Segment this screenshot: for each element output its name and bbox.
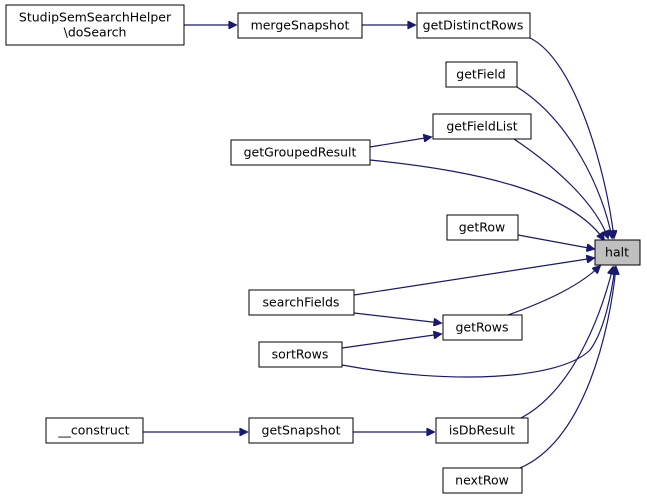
node-label: __construct <box>57 423 129 438</box>
node-studip-dosearch[interactable]: StudipSemSearchHelper \doSearch <box>5 4 185 46</box>
node-mergeSnapshot[interactable]: mergeSnapshot <box>237 12 363 39</box>
node-label: searchFields <box>263 295 340 310</box>
node-label: getGroupedResult <box>244 145 357 160</box>
edge-getRow-to-halt <box>517 234 594 249</box>
node-label: isDbResult <box>449 423 515 438</box>
node-box <box>230 139 371 166</box>
node-box <box>248 289 355 316</box>
edge-getGroupedResult-to-halt <box>369 159 604 240</box>
node-box <box>435 417 529 444</box>
node-box <box>237 12 363 39</box>
node-nextRow[interactable]: nextRow <box>442 467 523 494</box>
node-construct[interactable]: __construct <box>45 417 144 444</box>
node-label: getRow <box>459 220 506 235</box>
node-label: getDistinctRows <box>423 18 524 33</box>
node-label: getSnapshot <box>262 423 341 438</box>
edge-isDbResult-to-halt <box>516 267 613 421</box>
node-box <box>446 214 519 241</box>
node-label: StudipSemSearchHelper <box>19 10 172 25</box>
node-label: getField <box>456 67 505 82</box>
node-getRow[interactable]: getRow <box>446 214 519 241</box>
node-box <box>442 467 523 494</box>
edge-getField-to-halt <box>516 86 612 238</box>
node-getRows[interactable]: getRows <box>442 314 523 341</box>
node-label: getRows <box>455 320 508 335</box>
node-box <box>432 113 532 140</box>
node-box <box>45 417 144 444</box>
edge-getGroupedResult-to-getFieldList <box>369 137 431 148</box>
edge-getDistinctRows-to-halt <box>529 37 614 238</box>
node-sortRows[interactable]: sortRows <box>258 341 343 368</box>
edges <box>143 25 616 469</box>
node-getField[interactable]: getField <box>445 61 518 88</box>
edge-searchFields-to-halt <box>353 258 594 296</box>
node-label: halt <box>605 245 629 260</box>
edge-searchFields-to-getRows <box>353 312 441 323</box>
node-box <box>258 341 343 368</box>
node-box <box>416 12 531 39</box>
node-label: mergeSnapshot <box>251 18 350 33</box>
node-label: \doSearch <box>64 25 127 40</box>
edge-sortRows-to-getRows <box>341 334 441 349</box>
node-isDbResult[interactable]: isDbResult <box>435 417 529 444</box>
node-getFieldList[interactable]: getFieldList <box>432 113 532 140</box>
node-box <box>248 417 354 444</box>
node-box <box>442 314 523 341</box>
node-getGroupedResult[interactable]: getGroupedResult <box>230 139 371 166</box>
edge-getRows-to-halt <box>507 266 600 316</box>
node-getDistinctRows[interactable]: getDistinctRows <box>416 12 531 39</box>
node-box <box>445 61 518 88</box>
node-box <box>5 4 185 46</box>
node-label: getFieldList <box>446 119 517 134</box>
edge-sortRows-to-halt <box>341 267 615 378</box>
node-getSnapshot[interactable]: getSnapshot <box>248 417 354 444</box>
node-label: sortRows <box>272 347 329 362</box>
node-box <box>594 239 641 266</box>
edge-getFieldList-to-halt <box>513 138 608 238</box>
edge-nextRow-to-halt <box>519 267 616 469</box>
node-searchFields[interactable]: searchFields <box>248 289 355 316</box>
node-halt[interactable]: halt <box>594 239 641 266</box>
node-label: nextRow <box>455 473 509 488</box>
